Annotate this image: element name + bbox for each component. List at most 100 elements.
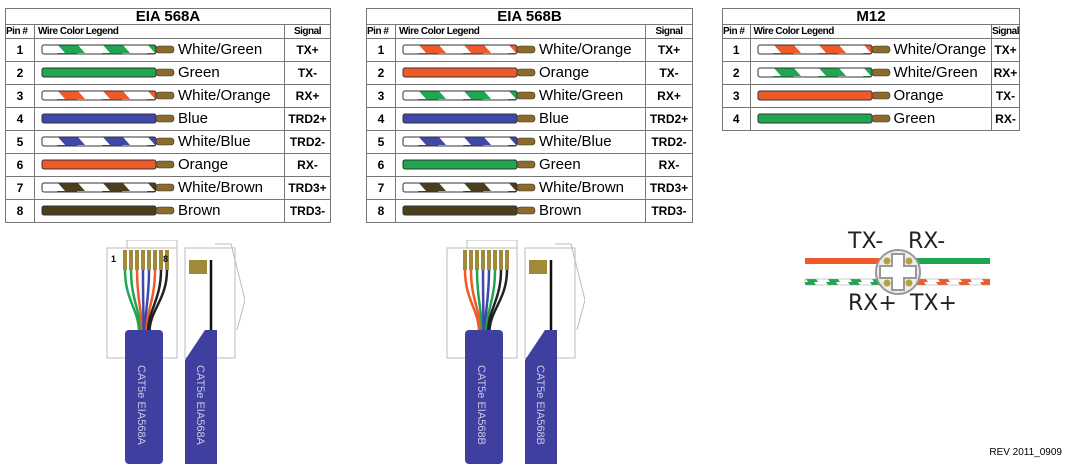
signal-label: RX- (645, 153, 693, 177)
table-row: 7 White/Brown TRD3+ (5, 176, 331, 200)
table-row: 5 White/Blue TRD2- (5, 130, 331, 154)
table-row: 6 Green RX- (366, 153, 693, 177)
signal-header: Signal (284, 24, 331, 39)
wire-brown-icon (41, 205, 175, 216)
table-title: EIA 568B (366, 8, 693, 25)
wire-orange-striped-icon (41, 90, 175, 101)
wire-orange-striped-icon (402, 44, 536, 55)
table-row: 3 Orange TX- (722, 84, 1021, 108)
wire-color-label: White/Green (178, 41, 263, 59)
pin-number: 4 (366, 107, 396, 131)
signal-label: RX- (990, 107, 1021, 131)
wire-orange-icon (402, 67, 536, 78)
signal-label: TRD2- (284, 130, 331, 154)
pinout-table-eia-568a: EIA 568A Pin # Wire Color Legend Signal … (5, 8, 331, 223)
table-row: 7 White/Brown TRD3+ (366, 176, 693, 200)
wire-color-label: White/Green (893, 64, 978, 82)
table-row: 8 Brown TRD3- (5, 199, 331, 223)
pin-number: 5 (366, 130, 396, 154)
pin-number: 7 (5, 176, 35, 200)
legend-header: Wire Color Legend (395, 24, 646, 39)
table-row: 8 Brown TRD3- (366, 199, 693, 223)
signal-header: Signal (990, 24, 1021, 39)
wire-color-label: White/Brown (539, 179, 625, 197)
legend-header: Wire Color Legend (34, 24, 285, 39)
pin-number: 8 (366, 199, 396, 223)
wire-orange-icon (41, 159, 175, 170)
revision-label: REV 2011_0909 (989, 447, 1062, 458)
wire-blue-icon (41, 113, 175, 124)
pin-number: 2 (5, 61, 35, 85)
wire-blue-icon (402, 113, 536, 124)
m12-tx-plus-label: TX+ (909, 291, 957, 316)
wire-color-label: Blue (178, 110, 209, 128)
table-row: 2 White/Green RX+ (722, 61, 1021, 85)
signal-label: TRD2+ (645, 107, 693, 131)
wire-blue-striped-icon (402, 136, 536, 147)
table-title: EIA 568A (5, 8, 331, 25)
signal-label: TRD3- (284, 199, 331, 223)
table-row: 2 Orange TX- (366, 61, 693, 85)
table-row: 1 White/Green TX+ (5, 38, 331, 62)
signal-label: TRD3- (645, 199, 693, 223)
wire-green-icon (41, 67, 175, 78)
wire-color-label: Blue (539, 110, 570, 128)
pinout-table-m12: M12 Pin # Wire Color Legend Signal 1 Whi… (722, 8, 1021, 131)
cable-label-front: CAT5e EIA568A (135, 365, 147, 446)
wire-green-striped-icon (757, 67, 890, 78)
signal-label: TRD3+ (645, 176, 693, 200)
wire-brown-striped-icon (41, 182, 175, 193)
m12-tx-minus-label: TX- (847, 229, 883, 254)
cable-label-front: CAT5e EIA568B (475, 365, 487, 445)
wire-color-label: White/Orange (178, 87, 271, 105)
wire-green-icon (757, 113, 890, 124)
wire-color-label: White/Blue (178, 133, 251, 151)
table-title: M12 (722, 8, 1020, 25)
legend-header: Wire Color Legend (749, 24, 992, 39)
wire-color-label: Green (893, 110, 936, 128)
table-row: 4 Blue TRD2+ (366, 107, 693, 131)
pin-number: 4 (722, 107, 751, 131)
wire-color-label: Orange (178, 156, 229, 174)
pin-1-label: 1 (111, 254, 116, 264)
signal-label: TX+ (284, 38, 331, 62)
wire-color-label: White/Blue (539, 133, 612, 151)
pin-header: Pin # (5, 24, 35, 39)
pin-number: 1 (722, 38, 751, 62)
signal-label: TRD2- (645, 130, 693, 154)
rj45-connector-568a: 1 8 CAT5e EIA568A CAT5e EIA568A (106, 240, 245, 464)
pin-number: 1 (366, 38, 396, 62)
table-row: 4 Blue TRD2+ (5, 107, 331, 131)
wire-color-label: Orange (893, 87, 944, 105)
rj45-connector-568b: CAT5e EIA568B CAT5e EIA568B (446, 240, 585, 464)
signal-label: TX+ (645, 38, 693, 62)
pin-number: 8 (5, 199, 35, 223)
pin-number: 7 (366, 176, 396, 200)
signal-label: TX+ (990, 38, 1021, 62)
wire-color-label: Brown (178, 202, 221, 220)
wire-color-label: Orange (539, 64, 590, 82)
wire-color-label: Brown (539, 202, 582, 220)
table-row: 2 Green TX- (5, 61, 331, 85)
wire-brown-icon (402, 205, 536, 216)
table-row: 3 White/Green RX+ (366, 84, 693, 108)
table-row: 1 White/Orange TX+ (366, 38, 693, 62)
signal-label: TRD2+ (284, 107, 331, 131)
wire-green-icon (402, 159, 536, 170)
pin-number: 3 (366, 84, 396, 108)
pinout-table-eia-568b: EIA 568B Pin # Wire Color Legend Signal … (366, 8, 693, 223)
table-row: 3 White/Orange RX+ (5, 84, 331, 108)
pin-number: 6 (366, 153, 396, 177)
pin-number: 2 (722, 61, 751, 85)
wire-orange-icon (757, 90, 890, 101)
pin-number: 6 (5, 153, 35, 177)
cable-label-side: CAT5e EIA568A (194, 365, 206, 446)
pin-number: 1 (5, 38, 35, 62)
table-row: 1 White/Orange TX+ (722, 38, 1021, 62)
signal-label: TX- (284, 61, 331, 85)
table-row: 4 Green RX- (722, 107, 1021, 131)
m12-rx-minus-label: RX- (908, 229, 945, 254)
pin-number: 3 (5, 84, 35, 108)
wire-color-label: White/Orange (893, 41, 987, 59)
signal-label: TX- (645, 61, 693, 85)
